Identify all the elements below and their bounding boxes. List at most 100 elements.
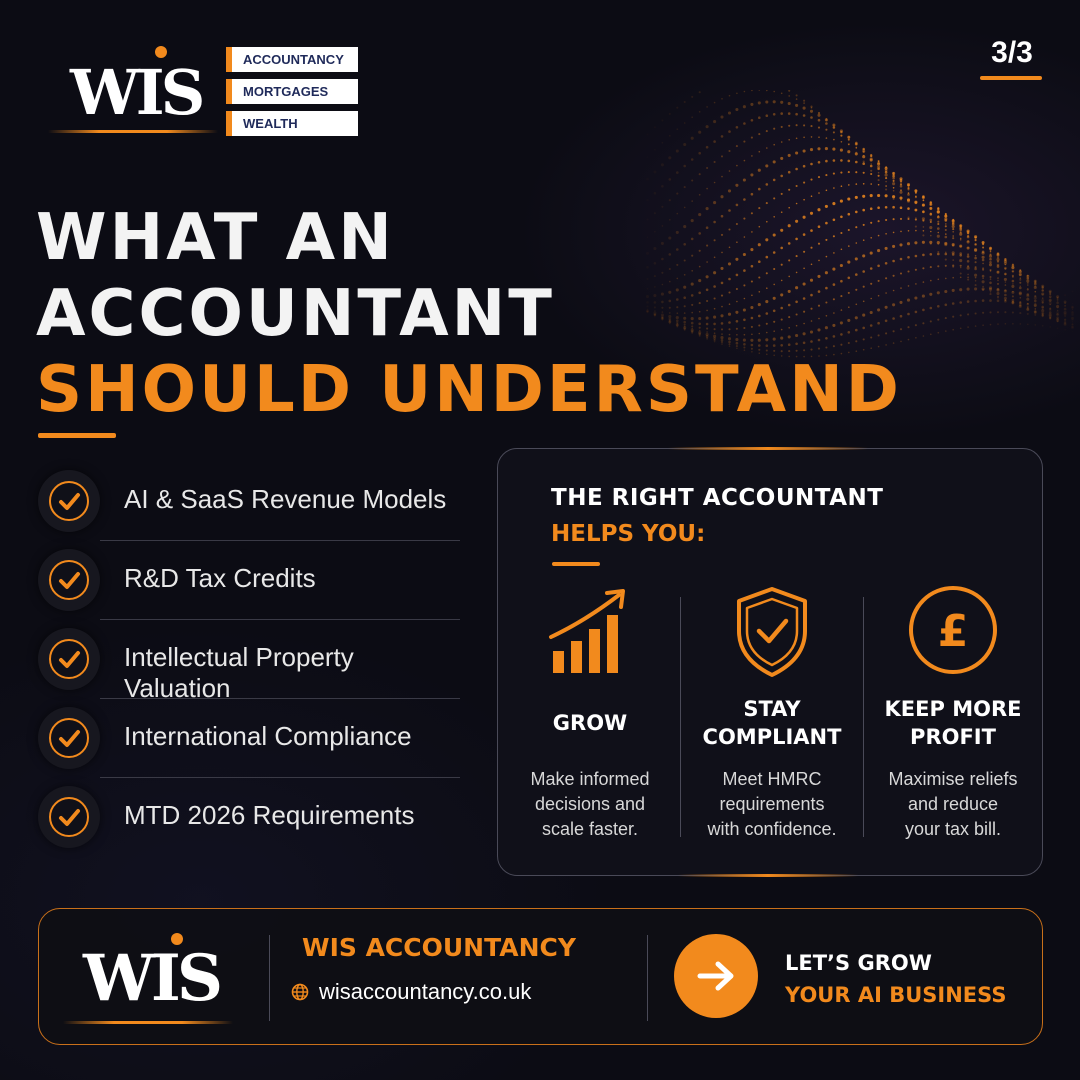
wave-dot [862, 151, 865, 153]
wave-dot [721, 98, 723, 100]
wave-dot [847, 331, 851, 334]
wave-dot [1049, 317, 1052, 320]
wave-dot [869, 157, 873, 161]
wave-dot [1049, 307, 1052, 310]
footer-website[interactable]: wisaccountancy.co.uk [291, 979, 531, 1005]
wave-dot [959, 301, 962, 304]
benefit-title: KEEP MORE PROFIT [884, 697, 1022, 749]
wave-dot [795, 151, 799, 155]
wave-dot [668, 236, 672, 240]
wave-dot [772, 100, 776, 104]
page-counter-underline [980, 76, 1042, 80]
wave-dot [810, 162, 813, 166]
wave-dot [818, 355, 820, 357]
wave-dot [1026, 302, 1029, 305]
wave-dot [877, 206, 880, 209]
wave-dot [713, 160, 716, 164]
wave-dot [683, 329, 686, 331]
wave-dot [862, 147, 865, 151]
wave-dot [959, 231, 962, 234]
wave-dot [743, 269, 746, 272]
wave-dot [1034, 299, 1037, 303]
wave-dot [929, 202, 933, 206]
wave-dot [862, 348, 865, 351]
wave-dot [1027, 307, 1029, 309]
benefit-description: Maximise reliefs and reduce your tax bil… [888, 769, 1018, 839]
wave-dot [660, 241, 664, 245]
wave-dot [720, 281, 724, 285]
wave-dot [766, 353, 768, 356]
wave-dot [824, 271, 828, 275]
wave-dot [922, 226, 925, 228]
wave-dot [803, 198, 805, 201]
wave-dot [690, 321, 694, 325]
wave-dot [936, 241, 940, 245]
wave-dot [795, 237, 798, 241]
wave-dot [848, 184, 850, 186]
wave-dot [996, 288, 1000, 292]
wave-dot [914, 254, 918, 258]
website-link[interactable]: wisaccountancy.co.uk [319, 979, 532, 1004]
wave-dot [952, 237, 955, 240]
checkmark-icon [38, 707, 100, 769]
wave-dot [765, 300, 769, 304]
wave-dot [832, 323, 836, 327]
wave-dot [936, 291, 940, 295]
wave-dot [706, 331, 708, 333]
wave-dot [906, 242, 911, 246]
wave-dot [690, 317, 694, 321]
wave-dot [765, 322, 768, 325]
wave-dot [653, 212, 656, 215]
wave-dot [982, 324, 984, 326]
divider [100, 698, 460, 699]
wave-dot [668, 319, 671, 322]
wave-dot [772, 233, 776, 237]
wave-dot [810, 348, 813, 351]
wave-dot [802, 341, 806, 345]
wave-dot [967, 230, 969, 233]
wave-dot [1056, 304, 1060, 308]
wave-dot [1018, 270, 1022, 274]
wave-dot [899, 243, 903, 247]
wave-dot [795, 355, 798, 358]
wave-dot [1026, 274, 1029, 277]
wave-dot [937, 231, 940, 234]
wave-dot [989, 270, 992, 272]
wave-dot [780, 211, 783, 213]
wave-dot [1019, 270, 1022, 273]
wave-dot [937, 215, 940, 217]
wave-dot [959, 239, 962, 241]
wave-dot [720, 328, 724, 331]
wave-dot [840, 141, 843, 143]
wave-dot [1056, 295, 1059, 299]
wave-dot [906, 183, 911, 187]
wave-dot [1018, 272, 1022, 276]
wave-dot [959, 259, 963, 263]
wave-dot [675, 323, 679, 327]
wave-dot [892, 330, 895, 333]
wave-dot [758, 324, 761, 327]
wave-dot [951, 253, 955, 256]
wave-dot [1004, 323, 1007, 325]
wave-dot [929, 253, 933, 256]
wave-dot [653, 313, 657, 317]
wave-dot [996, 270, 1000, 274]
wave-dot [906, 298, 911, 302]
wave-dot [765, 312, 769, 315]
wave-dot [951, 288, 955, 292]
wave-dot [1041, 286, 1044, 289]
cta-arrow-button[interactable] [674, 934, 758, 1018]
wave-dot [698, 232, 701, 235]
wave-dot [735, 257, 739, 261]
wave-dot [877, 334, 880, 337]
wave-dot [989, 261, 992, 264]
wave-dot [810, 106, 813, 109]
wave-dot [907, 207, 910, 210]
wave-dot [997, 277, 999, 279]
wave-dot [735, 287, 738, 291]
wave-dot [906, 198, 911, 202]
wave-dot [981, 250, 985, 254]
wave-dot [1019, 281, 1022, 284]
wave-dot [728, 343, 731, 346]
wave-dot [929, 218, 933, 222]
